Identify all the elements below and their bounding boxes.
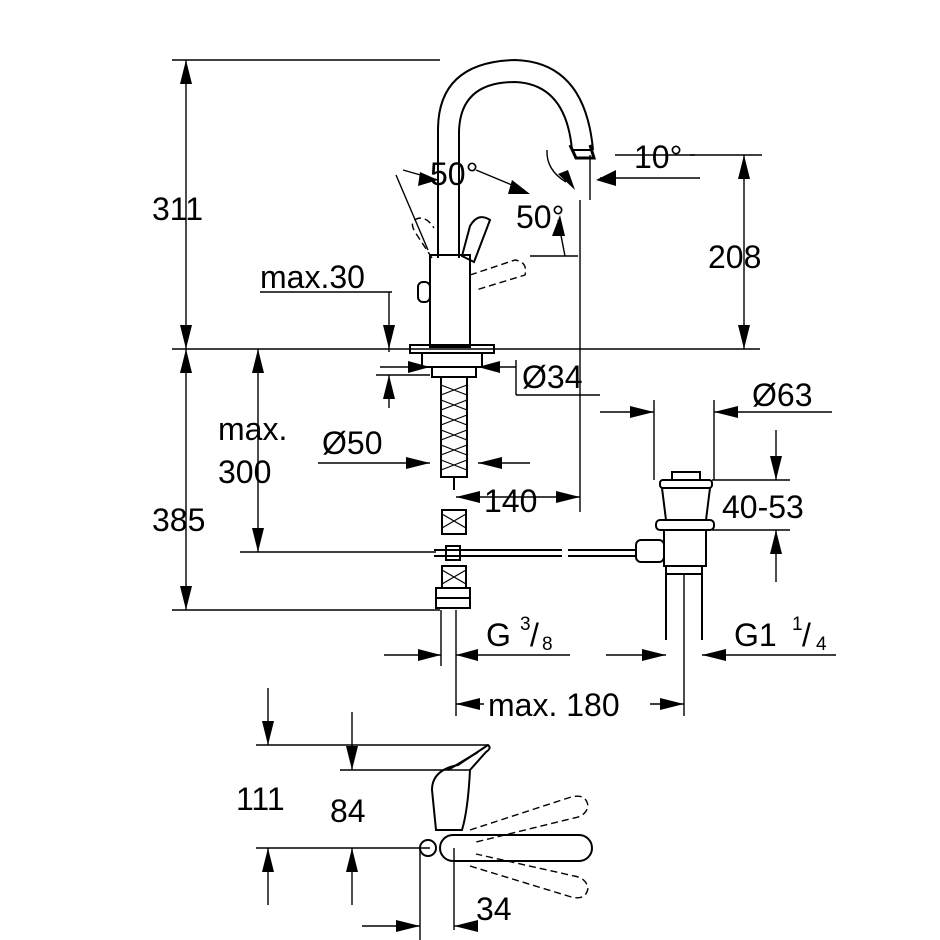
svg-text:3: 3 <box>520 614 531 635</box>
faucet-body <box>429 254 471 348</box>
spout-tip <box>568 144 597 160</box>
svg-text:4: 4 <box>816 634 827 655</box>
waste-flange <box>659 479 713 489</box>
svg-text:G1: G1 <box>734 617 777 653</box>
label-140: 140 <box>484 483 537 519</box>
label-385: 385 <box>152 502 205 538</box>
label-angle-10: 10° <box>634 139 682 175</box>
dimension-labels: 311 208 10° 50° 50° max.30 Ø34 Ø63 max. … <box>152 139 827 927</box>
label-84: 84 <box>330 793 366 829</box>
waste-body <box>661 487 711 521</box>
label-300: 300 <box>218 454 271 490</box>
spout-inner <box>458 80 573 258</box>
base-collar <box>421 352 483 368</box>
top-spout <box>430 743 491 831</box>
label-dia50: Ø50 <box>322 425 382 461</box>
spout-rotation-arc <box>546 149 567 183</box>
label-111: 111 <box>236 781 285 817</box>
label-40-53: 40-53 <box>722 489 804 525</box>
lever <box>460 216 492 264</box>
spout-outer <box>437 58 594 258</box>
label-dia63: Ø63 <box>752 377 812 413</box>
svg-text:/: / <box>802 617 811 653</box>
label-208: 208 <box>708 239 761 275</box>
hose-segment-upper <box>441 509 467 535</box>
label-dia34: Ø34 <box>522 359 582 395</box>
svg-text:1: 1 <box>792 614 803 635</box>
label-thread-g114: G1 1 / 4 <box>734 614 827 655</box>
lever-ghost-left <box>411 217 435 259</box>
waste-lower-body <box>663 529 707 567</box>
top-lever <box>439 834 593 862</box>
label-max180: max. 180 <box>488 687 620 723</box>
label-max30: max.30 <box>260 259 365 295</box>
svg-text:/: / <box>530 617 539 653</box>
faucet-top-view <box>419 743 593 930</box>
svg-text:G: G <box>486 617 511 653</box>
svg-text:8: 8 <box>542 634 553 655</box>
top-lever-ghost-upper <box>469 795 589 843</box>
label-max: max. <box>218 411 287 447</box>
label-thread-g38: G 3 / 8 <box>486 614 553 655</box>
label-angle-50-left: 50° <box>430 156 478 192</box>
dimension-lines <box>172 59 836 716</box>
shank-hatch <box>440 384 468 471</box>
lever-hub <box>417 281 431 303</box>
waste-valve <box>635 471 715 716</box>
lever-ghost-right <box>469 259 527 291</box>
waste-nut <box>655 519 715 531</box>
label-311: 311 <box>152 191 203 227</box>
label-34-bottom: 34 <box>476 891 512 927</box>
top-lever-ghost-lower <box>469 853 589 899</box>
top-view-dimensions <box>256 688 488 940</box>
faucet-side-view <box>409 58 636 609</box>
base-ring <box>431 366 477 378</box>
label-angle-50-right: 50° <box>516 199 564 235</box>
